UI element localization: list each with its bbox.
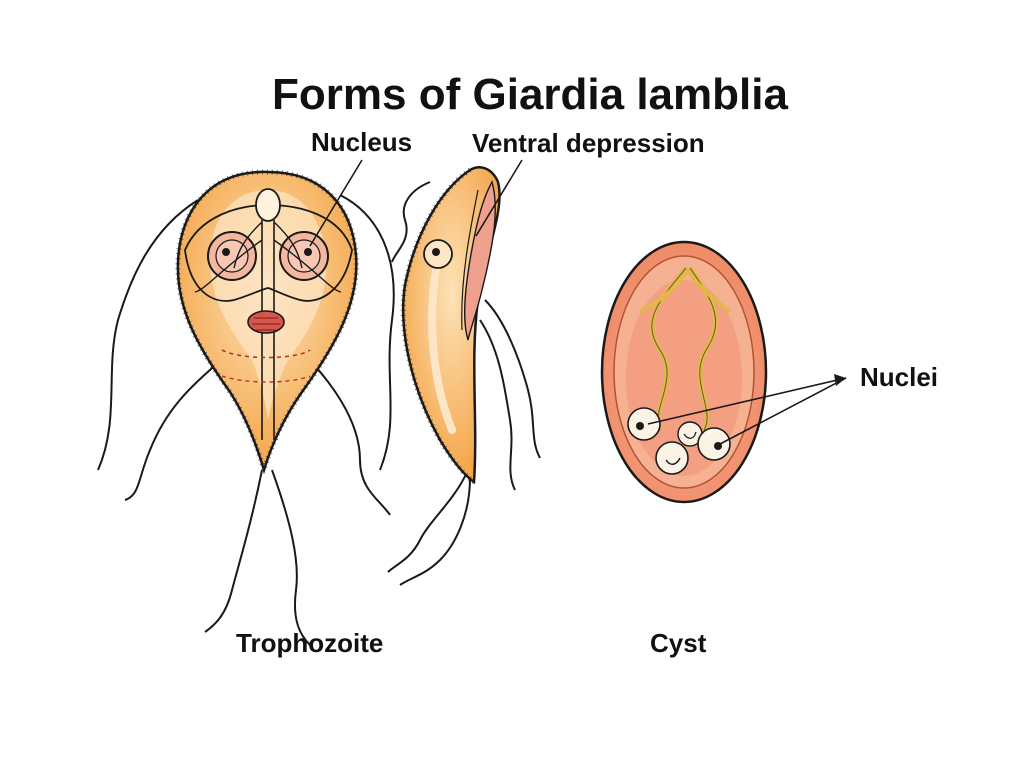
diagram-title: Forms of Giardia lamblia — [272, 70, 788, 119]
cyst — [600, 240, 847, 504]
trophozoite-side — [387, 159, 541, 586]
label-nucleus: Nucleus — [311, 127, 413, 157]
label-ventral-depression: Ventral depression — [472, 128, 705, 158]
label-nuclei: Nuclei — [860, 362, 939, 392]
label-cyst: Cyst — [650, 628, 707, 658]
trophozoite-front — [97, 159, 395, 646]
label-trophozoite: Trophozoite — [236, 628, 384, 658]
